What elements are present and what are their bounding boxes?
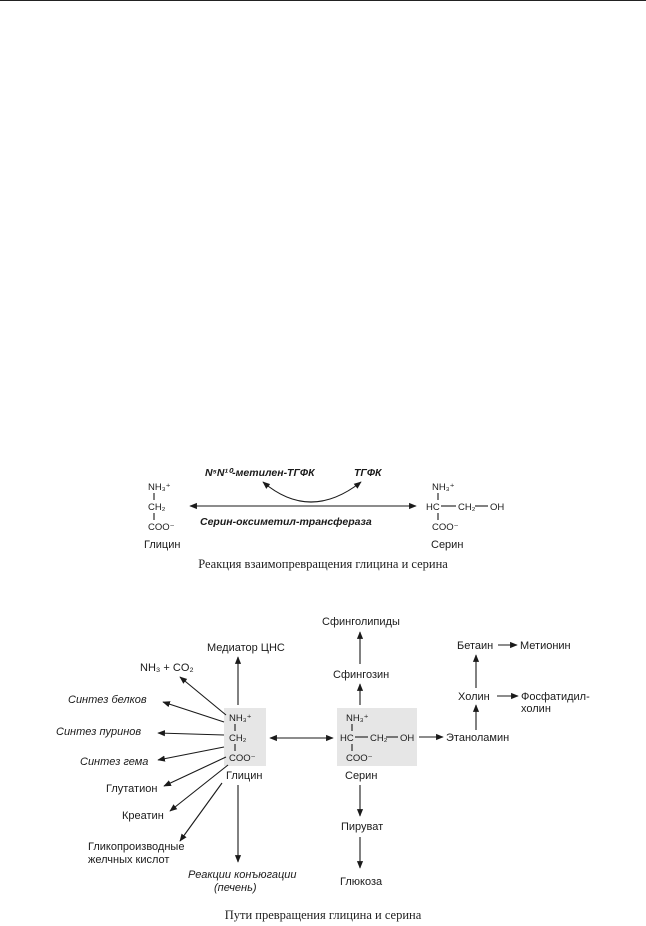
arrow-to-glutathione — [163, 756, 227, 787]
sphingolipids-label: Сфинголипиды — [322, 616, 400, 628]
svg-text:OH: OH — [490, 502, 504, 513]
pathways-scheme: NH₃⁺ CH₂ COO⁻ Глицин NH₃⁺ HC CH₂ OH COO⁻… — [56, 616, 590, 894]
glutathione-label: Глутатион — [106, 783, 157, 795]
svg-text:COO⁻: COO⁻ — [229, 753, 256, 764]
svg-text:CH₂: CH₂ — [458, 502, 476, 513]
svg-text:HC: HC — [340, 733, 354, 744]
glycine-name-top: Глицин — [144, 539, 180, 551]
creatine-label: Креатин — [122, 810, 164, 822]
bile-label-2: желчных кислот — [88, 854, 169, 866]
serine-structure-top: NH₃⁺ HC CH₂ OH COO⁻ — [426, 482, 504, 533]
cofactor-left-label: N⁵N¹⁰-метилен-ТГФК — [205, 467, 316, 479]
methionine-label: Метионин — [520, 640, 571, 652]
svg-text:OH: OH — [400, 733, 414, 744]
serine-name: Серин — [345, 770, 377, 782]
svg-text:CH₂: CH₂ — [148, 502, 166, 513]
arrow-to-purines — [157, 730, 225, 737]
arrow-to-creatine — [169, 764, 229, 812]
svg-text:COO⁻: COO⁻ — [432, 522, 459, 533]
reaction-caption: Реакция взаимопревращения глицина и сери… — [198, 557, 448, 571]
arrow-to-heme — [157, 746, 225, 762]
glycine-highlight-box — [224, 708, 266, 766]
phosphatidyl-label-2: холин — [521, 703, 551, 715]
sphingosine-label: Сфингозин — [333, 669, 389, 681]
phosphatidyl-label-1: Фосфатидил- — [521, 691, 590, 703]
heme-label: Синтез гема — [80, 756, 148, 768]
ethanolamine-label: Этаноламин — [446, 732, 509, 744]
svg-text:CH₂: CH₂ — [229, 733, 247, 744]
purines-label: Синтез пуринов — [56, 726, 141, 738]
conjugation-label-2: (печень) — [214, 882, 257, 894]
pathways-caption: Пути превращения глицина и серина — [224, 908, 422, 922]
enzyme-label: Серин-оксиметил-трансфераза — [200, 516, 372, 528]
arrow-to-proteins — [162, 701, 225, 723]
pyruvate-label: Пируват — [341, 821, 383, 833]
glycine-structure: NH₃⁺ CH₂ COO⁻ — [229, 713, 256, 764]
arrow-to-nh3co2 — [179, 676, 227, 716]
proteins-label: Синтез белков — [68, 694, 147, 706]
svg-text:COO⁻: COO⁻ — [346, 753, 373, 764]
glycine-name: Глицин — [226, 770, 262, 782]
serine-name-top: Серин — [431, 539, 463, 551]
conjugation-label-1: Реакции конъюгации — [188, 869, 297, 881]
svg-text:NH₃⁺: NH₃⁺ — [229, 713, 252, 724]
svg-text:NH₃⁺: NH₃⁺ — [148, 482, 171, 493]
bile-label-1: Гликопроизводные — [88, 841, 184, 853]
cofactor-right-label: ТГФК — [354, 467, 383, 479]
arrow-to-bile — [179, 782, 223, 842]
glucose-label: Глюкоза — [340, 876, 383, 888]
svg-text:COO⁻: COO⁻ — [148, 522, 175, 533]
glycine-structure-top: NH₃⁺ CH₂ COO⁻ — [148, 482, 175, 533]
svg-text:NH₃⁺: NH₃⁺ — [346, 713, 369, 724]
svg-text:NH₃⁺: NH₃⁺ — [432, 482, 455, 493]
svg-text:CH₂: CH₂ — [370, 733, 388, 744]
svg-text:HC: HC — [426, 502, 440, 513]
choline-label: Холин — [458, 691, 490, 703]
header-rule — [0, 0, 646, 1]
serine-highlight-box — [337, 708, 417, 766]
serine-structure: NH₃⁺ HC CH₂ OH COO⁻ — [340, 713, 414, 764]
betaine-label: Бетаин — [457, 640, 493, 652]
mediator-label: Медиатор ЦНС — [207, 642, 285, 654]
nh3co2-label: NH₃ + CO₂ — [140, 662, 194, 674]
cofactor-curve-arrow — [262, 481, 362, 503]
reaction-scheme: N⁵N¹⁰-метилен-ТГФК ТГФК Серин-оксиметил-… — [144, 467, 504, 551]
